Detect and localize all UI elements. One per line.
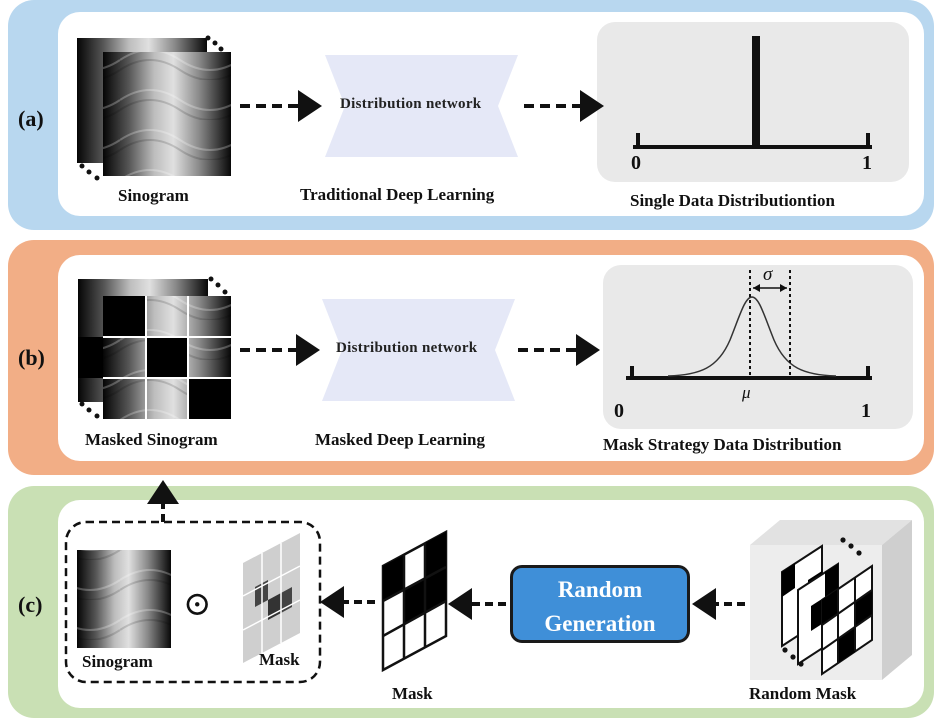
plot-caption-a: Single Data Distributiontion: [630, 191, 835, 210]
small-mask-caption: Mask: [259, 650, 300, 669]
mask-stack: [781, 544, 873, 676]
plot-caption-b: Mask Strategy Data Distribution: [603, 435, 842, 454]
sinogram-c: [77, 550, 171, 648]
axis-min-b: 0: [614, 400, 624, 422]
gaussian-curve: [667, 296, 837, 377]
distribution-network-b: [322, 299, 515, 401]
network-label-b: Distribution network: [336, 340, 478, 356]
random-generation-button[interactable]: Random Generation: [510, 565, 690, 643]
panel-c-label: (c): [18, 592, 43, 617]
sinogram-caption-a: Sinogram: [118, 186, 189, 205]
network-caption-a: Traditional Deep Learning: [300, 185, 495, 204]
axis-min-a: 0: [631, 152, 641, 174]
sinogram-caption-c: Sinogram: [82, 652, 153, 671]
axis-max-b: 1: [861, 400, 871, 422]
mask-distribution-plot: [603, 265, 913, 429]
small-mask: [242, 533, 301, 663]
network-label-a: Distribution network: [340, 96, 482, 112]
distribution-network-a: [325, 55, 518, 157]
network-caption-b: Masked Deep Learning: [315, 430, 485, 449]
gaussian-plot: [626, 270, 872, 380]
mask-caption: Mask: [392, 684, 433, 703]
hadamard-product-icon: ⊙: [183, 586, 212, 623]
random-mask-cube: [750, 520, 912, 680]
single-distribution-axes: [633, 36, 872, 149]
random-generation-line2: Generation: [544, 611, 656, 636]
sigma-label: σ: [763, 264, 773, 285]
sinogram-caption-b: Masked Sinogram: [85, 430, 218, 449]
panel-b-label: (b): [18, 345, 45, 370]
random-generation-line1: Random: [557, 577, 643, 602]
sinogram-stack-a: [77, 35, 231, 181]
axis-max-a: 1: [862, 152, 872, 174]
panel-a-label: (a): [18, 106, 44, 131]
mu-label: μ: [742, 383, 751, 402]
mask-grid: [381, 529, 448, 673]
masked-sinogram-stack: [78, 276, 231, 419]
random-mask-caption: Random Mask: [749, 684, 857, 703]
spike-bar: [752, 36, 760, 147]
